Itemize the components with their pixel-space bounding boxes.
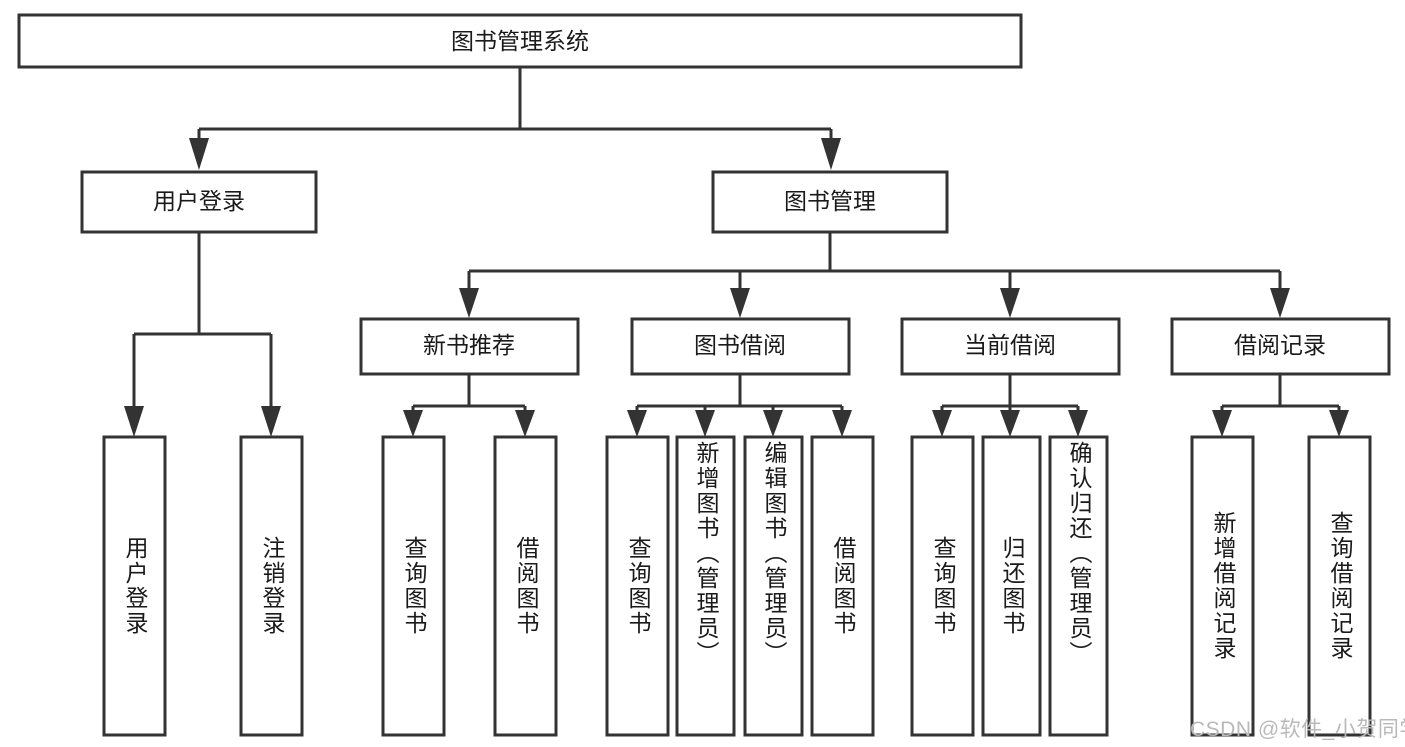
arrow-head-icon <box>1068 410 1088 437</box>
arrow-head-icon <box>515 410 535 437</box>
node-leaf-box[interactable] <box>1307 435 1372 737</box>
node-leaf-box[interactable] <box>102 435 167 737</box>
node-level3-new-book-recommend-label: 新书推荐 <box>423 332 515 358</box>
connector-borrow-record-to-leaves <box>1212 374 1349 437</box>
node-level3-current-borrow-box[interactable] <box>900 317 1121 376</box>
node-leaf-box[interactable] <box>743 435 804 737</box>
node-level3-current-borrow[interactable]: 当前借阅 <box>900 317 1121 376</box>
connector-root-to-level2 <box>189 67 841 170</box>
arrow-head-icon <box>821 138 841 170</box>
arrow-head-icon <box>763 410 783 437</box>
node-leaf-box[interactable] <box>910 435 975 737</box>
watermark-text: CSDN @软件_小贺同学 <box>1190 718 1405 741</box>
arrow-head-icon <box>1270 288 1290 318</box>
arrow-head-icon <box>1329 410 1349 437</box>
node-leaf-box[interactable] <box>675 435 736 737</box>
node-level3-borrow-record[interactable]: 借阅记录 <box>1170 317 1391 376</box>
node-level2-user-login[interactable]: 用户登录 <box>80 170 318 234</box>
node-leaf-box[interactable] <box>810 435 875 737</box>
arrow-head-icon <box>627 410 647 437</box>
node-level2-user-login-label: 用户登录 <box>153 188 245 214</box>
arrow-head-icon <box>1000 288 1020 318</box>
arrow-head-icon <box>261 406 281 437</box>
arrow-head-icon <box>1000 410 1020 437</box>
node-level2-user-login-box[interactable] <box>80 170 318 234</box>
arrow-head-icon <box>459 288 479 318</box>
connector-current-borrow-to-leaves <box>932 374 1088 437</box>
node-level3-current-borrow-label: 当前借阅 <box>964 332 1056 358</box>
node-root-box[interactable] <box>17 13 1023 69</box>
node-leaf-box[interactable] <box>1190 435 1255 737</box>
arrow-head-icon <box>403 410 423 437</box>
arrow-head-icon <box>932 410 952 437</box>
node-level2-book-management[interactable]: 图书管理 <box>711 170 949 234</box>
arrow-head-icon <box>730 288 750 318</box>
node-leaf-box[interactable] <box>493 435 558 737</box>
node-leaf-box[interactable] <box>239 435 304 737</box>
arrow-head-icon <box>1212 410 1232 437</box>
arrow-head-icon <box>832 410 852 437</box>
node-level3-book-borrow[interactable]: 图书借阅 <box>630 317 851 376</box>
arrow-head-icon <box>695 410 715 437</box>
node-level3-book-borrow-label: 图书借阅 <box>694 332 786 358</box>
node-level3-new-book-recommend-box[interactable] <box>359 317 580 376</box>
node-level3-new-book-recommend[interactable]: 新书推荐 <box>359 317 580 376</box>
connector-new-book-recommend-to-leaves <box>403 374 535 437</box>
arrow-head-icon <box>124 406 144 437</box>
node-leaf-box[interactable] <box>381 435 446 737</box>
node-level2-book-management-label: 图书管理 <box>784 188 876 214</box>
node-leaf-box[interactable] <box>981 435 1042 737</box>
connector-book-management-to-level3 <box>459 232 1290 318</box>
arrow-head-icon <box>189 138 209 170</box>
node-root-label: 图书管理系统 <box>451 28 589 54</box>
node-leaf-box[interactable] <box>605 435 670 737</box>
connector-book-borrow-to-leaves <box>627 374 852 437</box>
node-level3-borrow-record-label: 借阅记录 <box>1234 332 1326 358</box>
connector-user-login-to-leaves <box>124 232 281 437</box>
node-leaf-box[interactable] <box>1048 435 1109 737</box>
node-root[interactable]: 图书管理系统 <box>17 13 1023 69</box>
